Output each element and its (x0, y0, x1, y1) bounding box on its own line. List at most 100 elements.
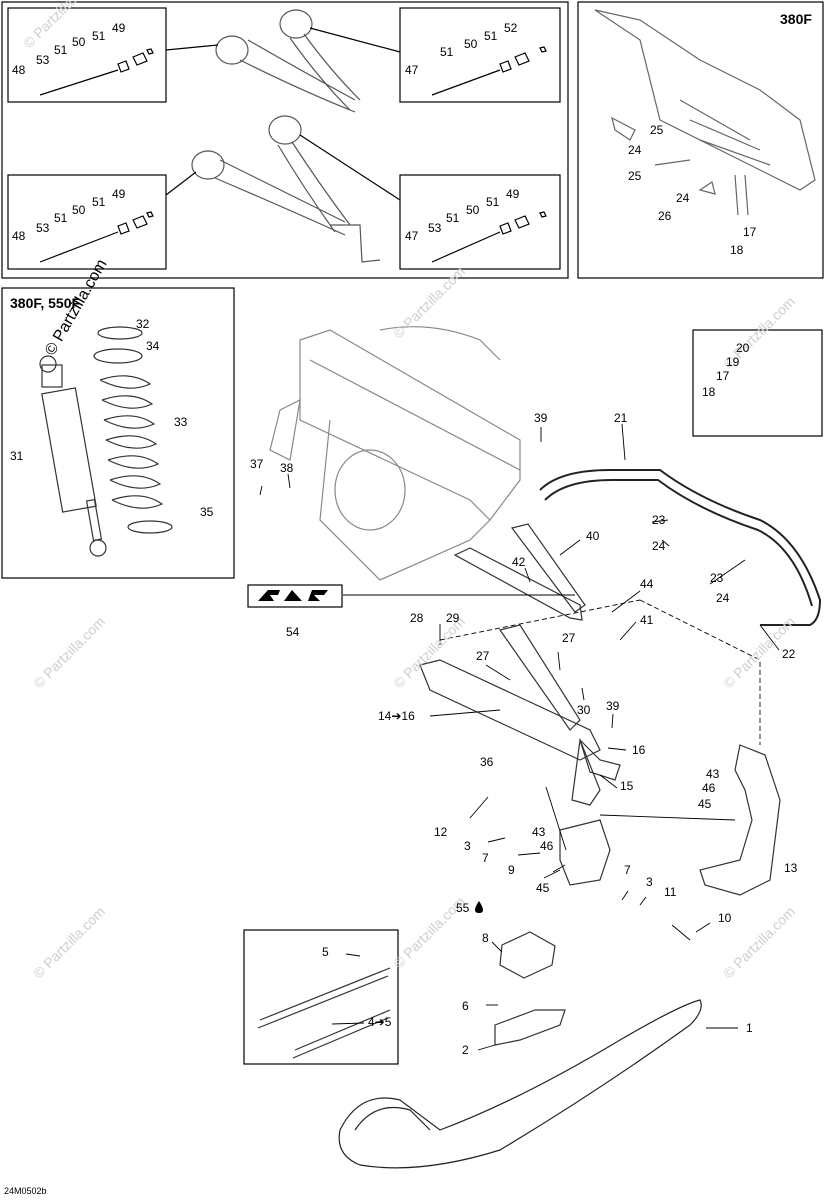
callout-40: 40 (586, 529, 600, 543)
ski-leg-bracket (699, 744, 781, 896)
callout-11: 11 (664, 885, 677, 899)
callout-37: 37 (250, 457, 264, 471)
callout-50: 50 (464, 37, 478, 51)
callout-31: 31 (10, 449, 24, 463)
callout-51: 51 (484, 29, 498, 43)
callout-24: 24 (652, 539, 666, 553)
callout-39: 39 (534, 411, 548, 425)
main-chassis-frame (269, 326, 521, 581)
callout-1: 1 (746, 1021, 753, 1035)
callout-25: 25 (628, 169, 642, 183)
callout-47: 47 (405, 63, 419, 77)
callout-2: 2 (462, 1043, 469, 1057)
callout-51: 51 (54, 43, 68, 57)
callout-13: 13 (784, 861, 798, 875)
diagram-code: 24M0502b (4, 1186, 47, 1196)
callout-5: 5 (322, 945, 329, 959)
callout-38: 38 (280, 461, 294, 475)
callout-27: 27 (476, 649, 490, 663)
upper-a-arm-main (453, 523, 586, 621)
bolt-hardware-rows (39, 46, 547, 263)
runner-detail-box (243, 929, 399, 1065)
callout-24: 24 (628, 143, 642, 157)
callout-32: 32 (136, 317, 150, 331)
upper-a-arm-panel (1, 1, 569, 279)
callout-21: 21 (614, 411, 628, 425)
callout-12: 12 (434, 825, 448, 839)
callout-51: 51 (440, 45, 454, 59)
callout-55: 55 (456, 901, 470, 915)
callout-25: 25 (650, 123, 664, 137)
callout-36: 36 (480, 755, 494, 769)
callout-45: 45 (698, 797, 712, 811)
detail-box-br (399, 174, 561, 270)
leader-lines (259, 423, 780, 1051)
callout-27: 27 (562, 631, 576, 645)
callout-4-5: 4➔5 (368, 1015, 392, 1029)
panel-label-380f: 380F (780, 11, 812, 27)
callout-47: 47 (405, 229, 419, 243)
callout-48: 48 (12, 229, 26, 243)
ski-runners (257, 967, 391, 1059)
callout-9: 9 (508, 863, 515, 877)
panel-label-380f-550f: 380F, 550F (10, 295, 81, 311)
callout-51: 51 (92, 29, 106, 43)
callout-18: 18 (702, 385, 716, 399)
callout-34: 34 (146, 339, 160, 353)
callout-54: 54 (286, 625, 300, 639)
callout-44: 44 (640, 577, 654, 591)
bracket-detail-box (692, 329, 823, 437)
stabilizer-bar (539, 469, 822, 626)
callout-30: 30 (577, 703, 591, 717)
callout-16: 16 (632, 743, 646, 757)
callout-51: 51 (54, 211, 68, 225)
callout-46: 46 (540, 839, 554, 853)
callout-7: 7 (624, 863, 631, 877)
detail-box-tr (399, 7, 561, 103)
callout-3: 3 (464, 839, 471, 853)
upper-a-arm-1 (215, 9, 361, 113)
callout-22: 22 (782, 647, 796, 661)
callout-29: 29 (446, 611, 460, 625)
lower-a-arm (419, 624, 621, 781)
callout-23: 23 (710, 571, 724, 585)
callout-51: 51 (92, 195, 106, 209)
callout-49: 49 (112, 21, 126, 35)
chassis-380f-panel (577, 1, 824, 279)
assembly-centerline (439, 599, 761, 745)
spindle (559, 737, 611, 886)
callout-41: 41 (640, 613, 654, 627)
callout-50: 50 (72, 35, 86, 49)
callout-49: 49 (112, 187, 126, 201)
callout-20: 20 (736, 341, 750, 355)
callout-23: 23 (652, 513, 666, 527)
ski-mount-plate (494, 1009, 566, 1046)
callout-42: 42 (512, 555, 526, 569)
callout-46: 46 (702, 781, 716, 795)
callout-49: 49 (506, 187, 520, 201)
callout-17: 17 (716, 369, 730, 383)
callout-43: 43 (706, 767, 720, 781)
callout-28: 28 (410, 611, 424, 625)
callout-45: 45 (536, 881, 550, 895)
ski-handle (499, 931, 556, 979)
detail-box-tl (7, 7, 167, 103)
callout-51: 51 (486, 195, 500, 209)
oil-drop-icon (475, 901, 483, 913)
callout-6: 6 (462, 999, 469, 1013)
detail-box-bl (7, 174, 167, 270)
callout-53: 53 (428, 221, 442, 235)
callout-15: 15 (620, 779, 634, 793)
callout-51: 51 (446, 211, 460, 225)
callout-35: 35 (200, 505, 214, 519)
chassis-380f-sketch (594, 9, 816, 216)
callout-24: 24 (676, 191, 690, 205)
callout-50: 50 (466, 203, 480, 217)
shock-panel (1, 287, 235, 579)
callout-3: 3 (646, 875, 653, 889)
callout-26: 26 (658, 209, 672, 223)
callout-33: 33 (174, 415, 188, 429)
callout-18: 18 (730, 243, 744, 257)
